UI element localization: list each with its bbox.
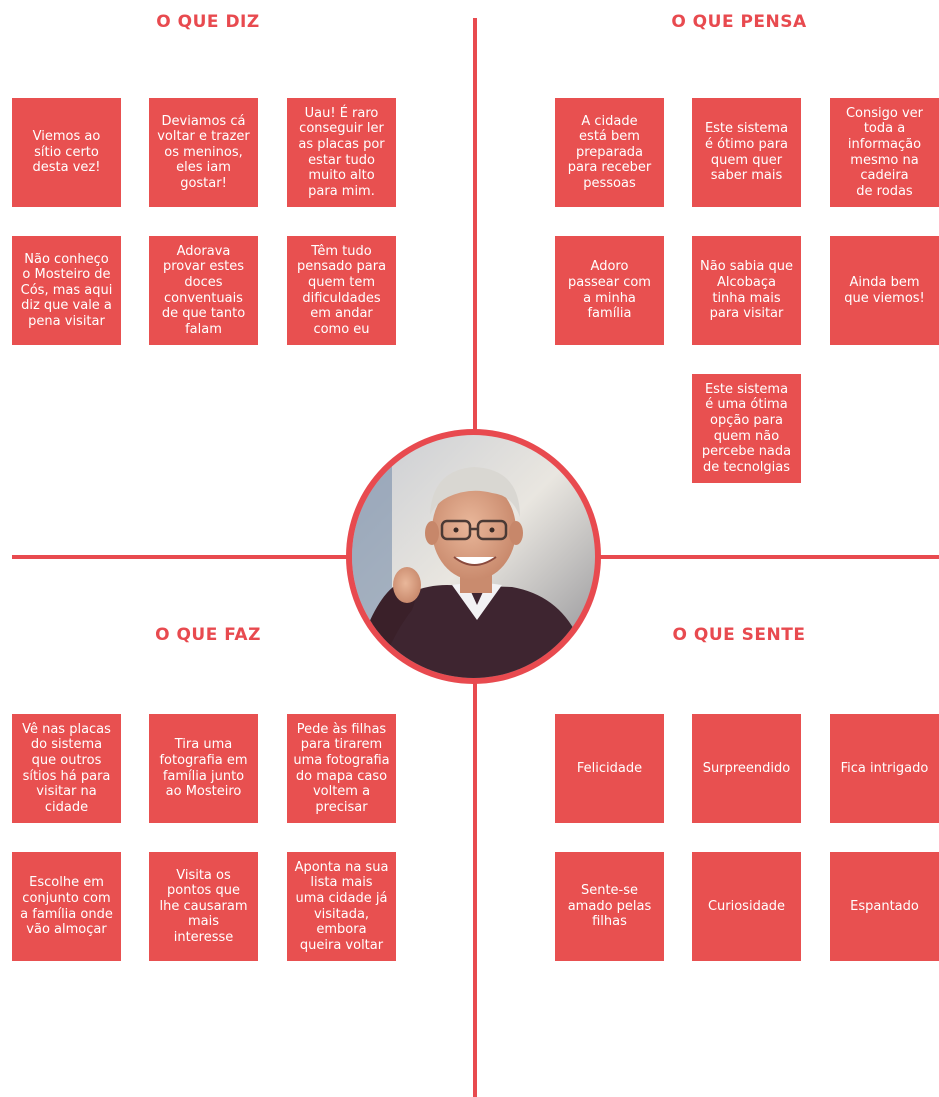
- title-o-que-diz: O QUE DIZ: [156, 12, 260, 32]
- note-diz: Viemos ao sítio certo desta vez!: [12, 98, 121, 207]
- elderly-man-photo: [352, 435, 595, 678]
- note-diz: Têm tudo pensado para quem tem dificulda…: [287, 236, 396, 345]
- persona-portrait: [346, 429, 601, 684]
- note-pensa: Este sistema é ótimo para quem quer sabe…: [692, 98, 801, 207]
- note-diz: Deviamos cá voltar e trazer os meninos, …: [149, 98, 258, 207]
- note-pensa: A cidade está bem preparada para receber…: [555, 98, 664, 207]
- note-sente: Fica intrigado: [830, 714, 939, 823]
- note-sente: Espantado: [830, 852, 939, 961]
- note-diz: Uau! É raro conseguir ler as placas por …: [287, 98, 396, 207]
- title-o-que-faz: O QUE FAZ: [155, 625, 261, 645]
- note-pensa: Este sistema é uma ótima opção para quem…: [692, 374, 801, 483]
- note-pensa: Adoro passear com a minha família: [555, 236, 664, 345]
- note-sente: Surpreendido: [692, 714, 801, 823]
- note-sente: Felicidade: [555, 714, 664, 823]
- note-faz: Vê nas placas do sistema que outros síti…: [12, 714, 121, 823]
- note-diz: Não conheço o Mosteiro de Cós, mas aqui …: [12, 236, 121, 345]
- note-faz: Pede às filhas para tirarem uma fotograf…: [287, 714, 396, 823]
- note-sente: Curiosidade: [692, 852, 801, 961]
- title-o-que-pensa: O QUE PENSA: [671, 12, 807, 32]
- note-faz: Tira uma fotografia em família junto ao …: [149, 714, 258, 823]
- note-pensa: Consigo ver toda a informação mesmo na c…: [830, 98, 939, 207]
- note-faz: Visita os pontos que lhe causaram mais i…: [149, 852, 258, 961]
- note-pensa: Ainda bem que viemos!: [830, 236, 939, 345]
- note-pensa: Não sabia que Alcobaça tinha mais para v…: [692, 236, 801, 345]
- title-o-que-sente: O QUE SENTE: [672, 625, 806, 645]
- note-faz: Escolhe em conjunto com a família onde v…: [12, 852, 121, 961]
- note-faz: Aponta na sua lista mais uma cidade já v…: [287, 852, 396, 961]
- note-diz: Adorava provar estes doces conventuais d…: [149, 236, 258, 345]
- note-sente: Sente-se amado pelas filhas: [555, 852, 664, 961]
